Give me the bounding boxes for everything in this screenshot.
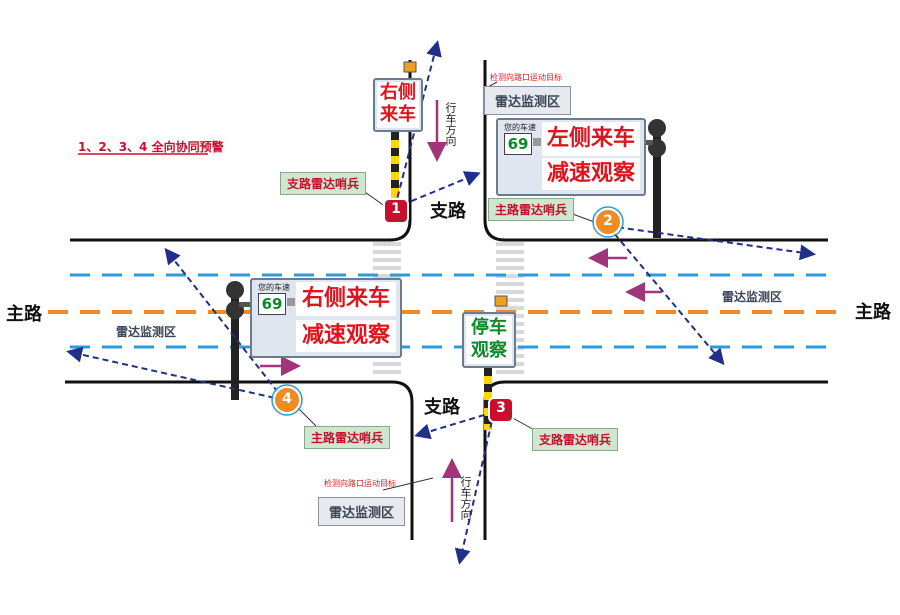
main-road-label-left: 主路 <box>6 304 42 325</box>
right-sign-led <box>533 138 541 146</box>
right-sign-line1: 左侧来车 <box>542 122 640 156</box>
node-4-marker <box>271 384 303 416</box>
node-2-label: 2 <box>603 213 613 229</box>
bottom-radar-zone: 雷达监测区 <box>318 497 406 526</box>
top-warning-sign: 右侧 来车 <box>373 78 423 132</box>
top-detect-note: 检测向路口运动目标 <box>490 73 562 82</box>
node-2-marker <box>592 206 624 238</box>
bottom-sign-line1: 停车 <box>471 317 507 338</box>
radar-zone-label-right: 雷达监测区 <box>722 290 783 304</box>
left-sentinel-callout: 主路雷达哨兵 <box>304 426 391 449</box>
right-speed-caption: 您的车速 <box>504 123 536 132</box>
left-sign-led <box>287 298 295 306</box>
left-speed-value: 69 <box>258 293 286 315</box>
left-speed-caption: 您的车速 <box>258 283 290 292</box>
bottom-sign-line2: 观察 <box>471 340 507 361</box>
left-sign-line2: 减速观察 <box>296 320 396 352</box>
legend-title: 1、2、3、4 全向协同预警 <box>78 140 224 154</box>
node-1-label: 1 <box>391 201 401 217</box>
left-warning-sign: 您的车速 69 右侧来车 减速观察 <box>250 278 402 358</box>
bottom-detect-note: 检测向路口运动目标 <box>324 479 396 488</box>
top-sign-line1: 右侧 <box>380 82 416 103</box>
pole-left <box>226 281 253 400</box>
branch-road-label-top: 支路 <box>430 201 466 222</box>
bottom-sentinel-callout: 支路雷达哨兵 <box>532 428 619 451</box>
radar-zone-label-left: 雷达监测区 <box>116 325 177 339</box>
node-3-label: 3 <box>496 400 506 416</box>
left-sign-line1: 右侧来车 <box>296 282 396 316</box>
right-speed-value: 69 <box>504 133 532 155</box>
node-1-marker <box>383 198 409 224</box>
vehicle-arrows <box>260 100 662 522</box>
radar-beams <box>66 40 816 565</box>
node-4-label: 4 <box>282 391 292 407</box>
top-sign-line2: 来车 <box>380 104 416 125</box>
node-3-marker <box>488 397 514 423</box>
top-sentinel-callout: 支路雷达哨兵 <box>280 172 367 195</box>
bottom-direction-label: 行车方向 <box>459 476 472 520</box>
bottom-warning-sign: 停车 观察 <box>462 312 516 368</box>
right-sign-line2: 减速观察 <box>542 158 640 190</box>
top-radar-zone: 雷达监测区 <box>484 86 572 115</box>
branch-road-label-bottom: 支路 <box>424 397 460 418</box>
pole-top <box>391 61 417 200</box>
main-road-label-right: 主路 <box>855 302 891 323</box>
right-sentinel-callout: 主路雷达哨兵 <box>488 198 575 221</box>
right-warning-sign: 您的车速 69 左侧来车 减速观察 <box>496 118 646 196</box>
top-direction-label: 行车方向 <box>444 102 457 146</box>
